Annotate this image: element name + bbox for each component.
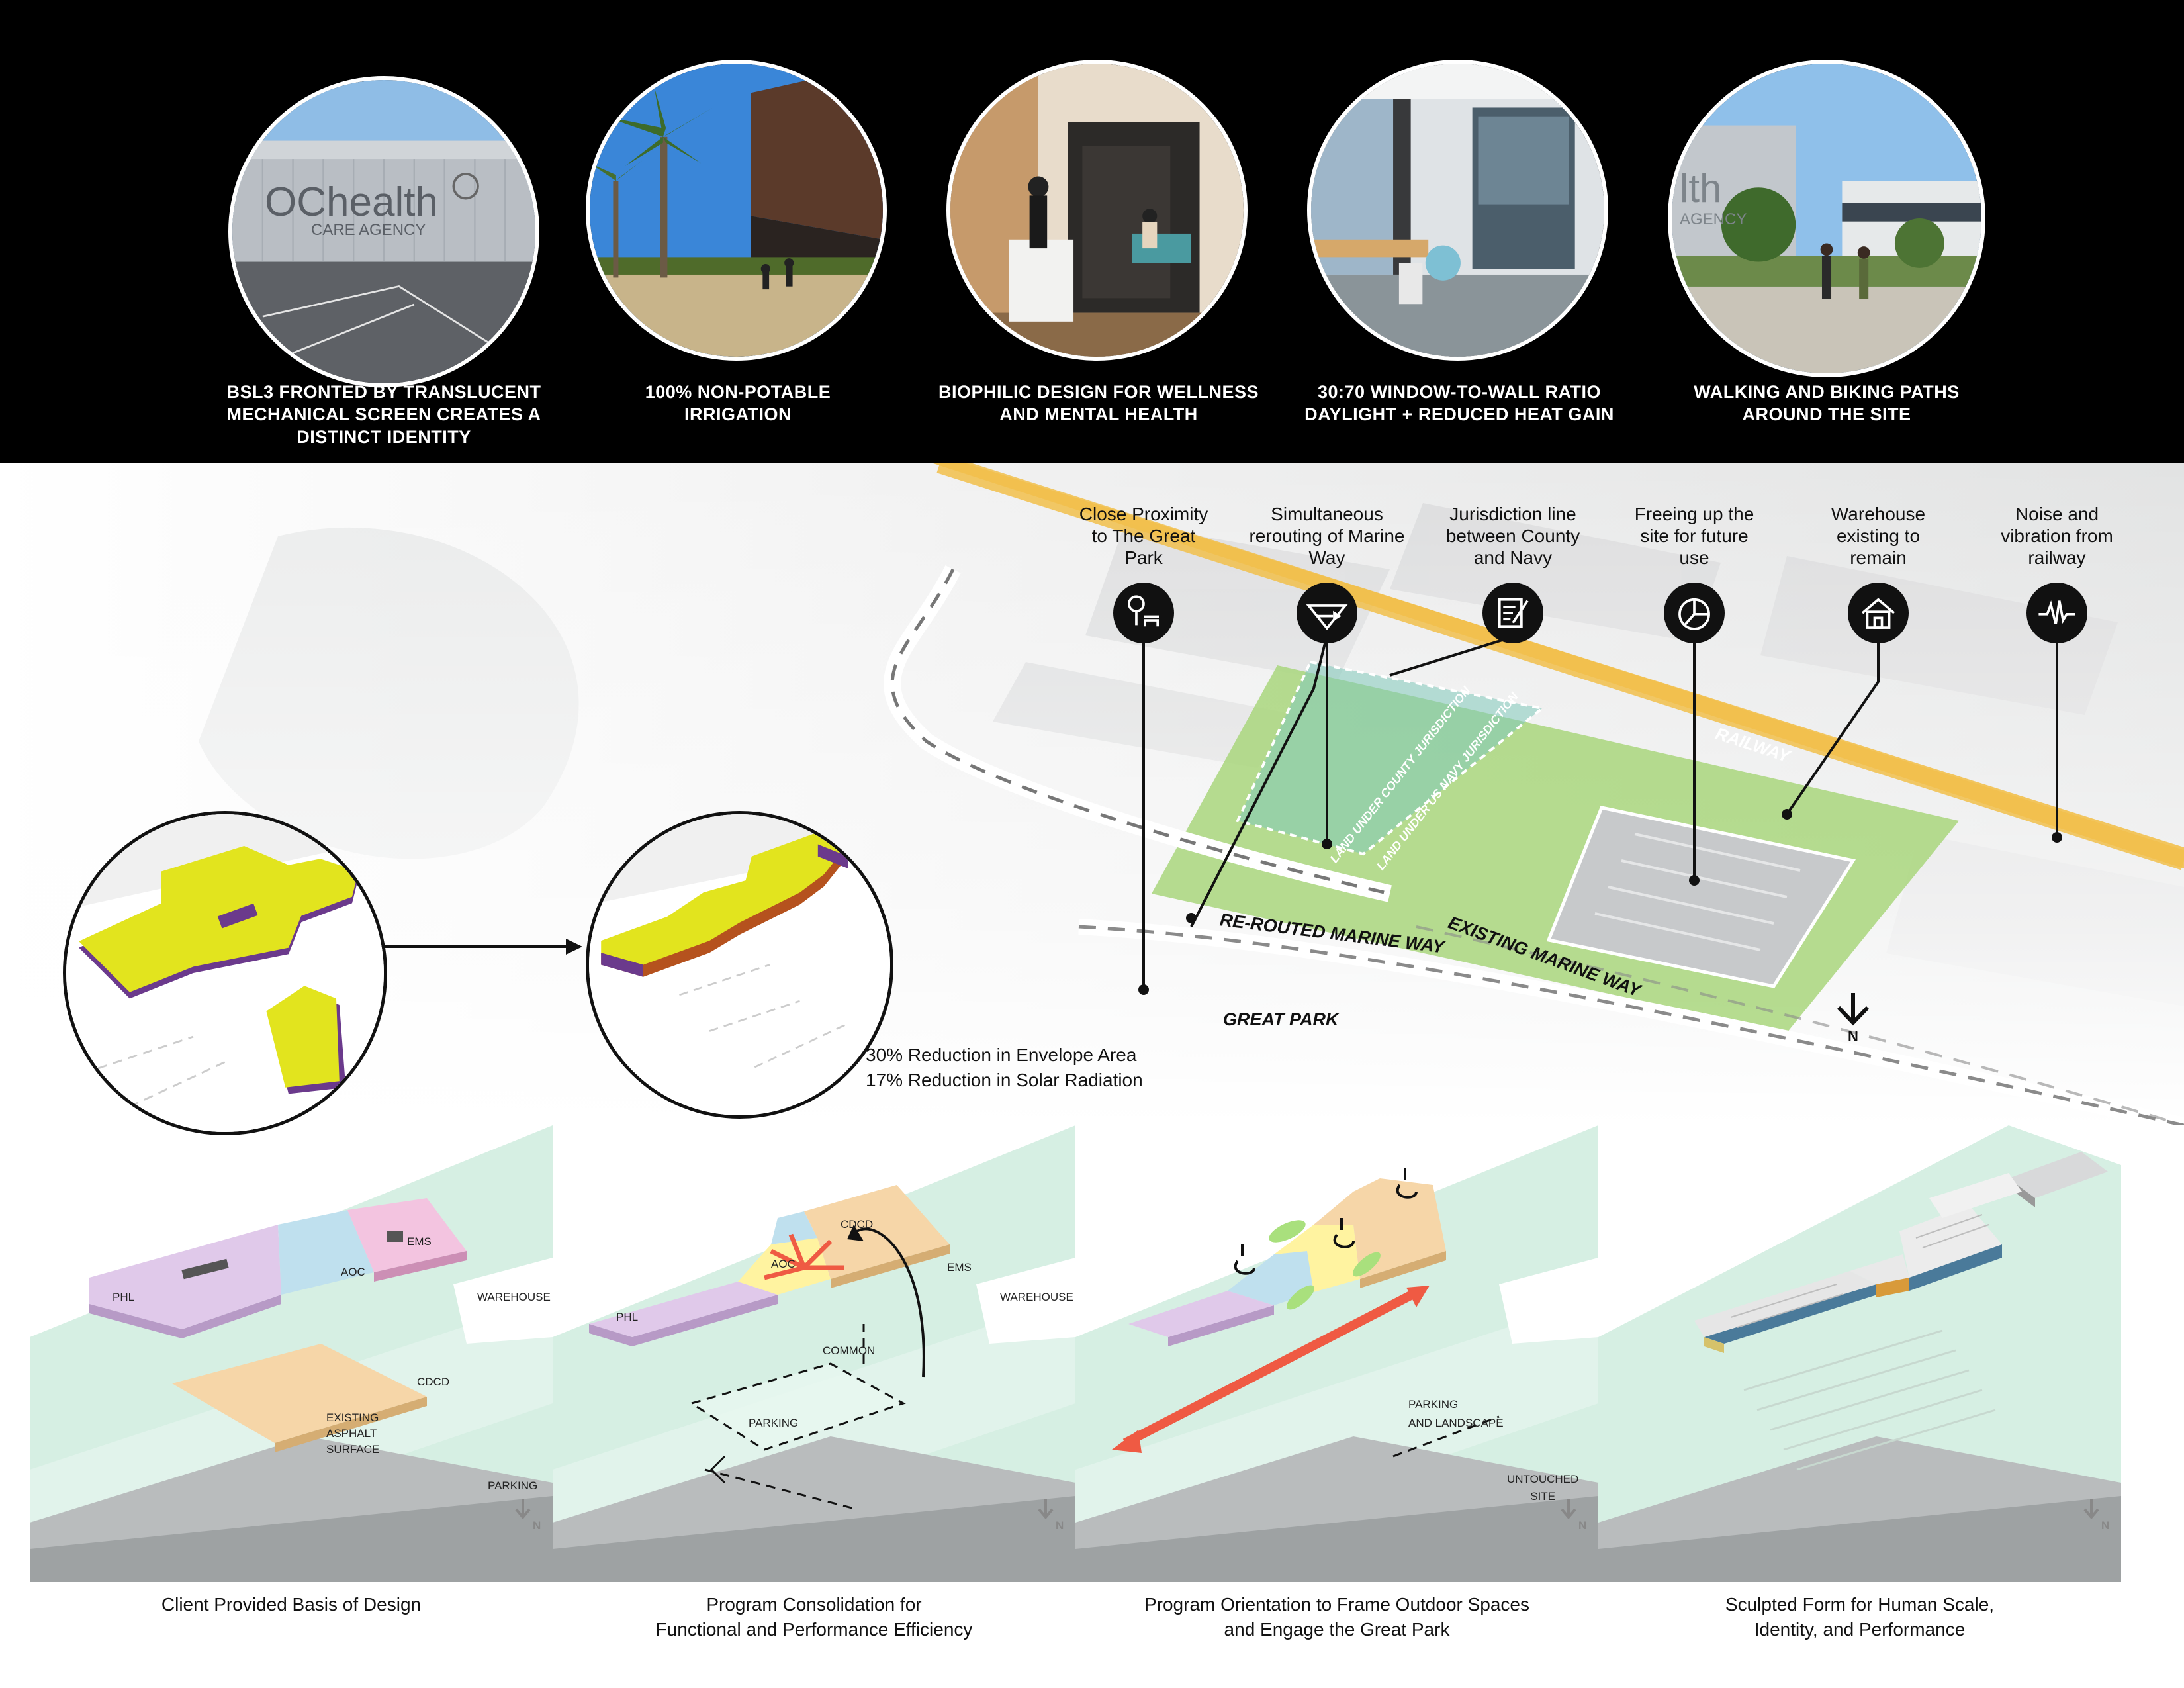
label-aoc: AOC — [771, 1258, 796, 1270]
panel-basis-of-design: PHL AOC EMS WAREHOUSE CDCD EXISTING ASPH… — [30, 1125, 553, 1582]
caption-sculpted-form: Sculpted Form for Human Scale, Identity,… — [1725, 1594, 1995, 1640]
icon-label-railway-noise: Noise and vibration from railway — [2001, 504, 2113, 568]
oc-logo-prefix: OC — [265, 179, 326, 225]
icon-label-marine-way: Simultaneous rerouting of Marine Way — [1249, 504, 1405, 568]
photo-caption-walking: WALKING AND BIKING PATHS AROUND THE SITE — [1694, 382, 1960, 424]
icon-label-warehouse: Warehouse existing to remain — [1831, 504, 1926, 568]
icon-label-future-use: Freeing up the site for future use — [1634, 504, 1754, 568]
great-park-label: GREAT PARK — [1223, 1009, 1339, 1029]
label-phl: PHL — [113, 1291, 135, 1303]
pie-chart-icon — [1664, 583, 1725, 643]
tree-bench-icon — [1113, 583, 1174, 643]
icon-label-great-park: Close Proximity to The Great Park — [1079, 504, 1208, 568]
photo-window-office — [1307, 60, 1608, 361]
label-parking-landscape: PARKING AND LANDSCAPE — [1408, 1398, 1504, 1429]
label-ems: EMS — [947, 1261, 972, 1274]
label-ems: EMS — [407, 1235, 432, 1248]
north-label: N — [2101, 1519, 2110, 1532]
photo-caption-window-ratio: 30:70 WINDOW-TO-WALL RATIO DAYLIGHT + RE… — [1304, 382, 1614, 424]
caption-program-orientation: Program Orientation to Frame Outdoor Spa… — [1144, 1594, 1530, 1640]
label-cdcd: CDCD — [841, 1218, 874, 1231]
reroute-arrow-icon — [1297, 583, 1357, 643]
label-cdcd: CDCD — [417, 1376, 450, 1388]
north-label: N — [1848, 1028, 1858, 1045]
house-icon — [1848, 583, 1909, 643]
health-sign-text: health — [326, 179, 438, 225]
north-label: N — [533, 1519, 541, 1532]
label-parking: PARKING — [488, 1479, 538, 1492]
label-untouched-site: UNTOUCHED SITE — [1507, 1473, 1579, 1503]
caption-program-consolidation: Program Consolidation for Functional and… — [655, 1594, 973, 1640]
building-sign-agency: AGENCY — [1680, 211, 1747, 228]
label-asphalt: EXISTING ASPHALT SURFACE — [326, 1411, 380, 1456]
solar-reduction-text: 17% Reduction in Solar Radiation — [866, 1070, 1143, 1090]
document-pen-icon — [1482, 583, 1543, 643]
photo-biophilic-lobby — [946, 60, 1248, 361]
care-agency-sign: CARE AGENCY — [311, 221, 426, 239]
label-aoc: AOC — [341, 1266, 365, 1278]
label-phl: PHL — [616, 1311, 639, 1323]
icon-label-jurisdiction: Jurisdiction line between County and Nav… — [1445, 504, 1580, 568]
label-common: COMMON — [823, 1344, 876, 1357]
caption-basis-of-design: Client Provided Basis of Design — [161, 1594, 422, 1615]
photo-caption-irrigation: 100% NON-POTABLE IRRIGATION — [645, 382, 831, 424]
north-label: N — [1578, 1519, 1587, 1532]
zoom-massing-after — [586, 811, 893, 1119]
envelope-reduction-text: 30% Reduction in Envelope Area — [866, 1045, 1137, 1065]
panel-program-orientation: PARKING AND LANDSCAPE UNTOUCHED SITE N — [1075, 1125, 1598, 1582]
zoom-massing-before — [63, 811, 387, 1135]
label-parking: PARKING — [749, 1417, 799, 1429]
photo-caption-bsl3: BSL3 FRONTED BY TRANSLUCENT MECHANICAL S… — [226, 382, 541, 447]
label-warehouse: WAREHOUSE — [477, 1291, 551, 1303]
waveform-icon — [2026, 583, 2087, 643]
reduction-stats: 30% Reduction in Envelope Area 17% Reduc… — [866, 1043, 1143, 1093]
building-sign-partial: lth — [1680, 166, 1722, 211]
panel-program-consolidation: PHL AOC CDCD EMS WAREHOUSE COMMON PARKIN… — [553, 1125, 1075, 1582]
label-warehouse: WAREHOUSE — [1000, 1291, 1073, 1303]
photo-caption-biophilic: BIOPHILIC DESIGN FOR WELLNESS AND MENTAL… — [938, 382, 1259, 424]
photo-palm-irrigation — [586, 60, 887, 361]
photo-walking-paths — [1668, 60, 1985, 377]
panel-sculpted-form: N — [1598, 1125, 2121, 1582]
north-label: N — [1056, 1519, 1064, 1532]
